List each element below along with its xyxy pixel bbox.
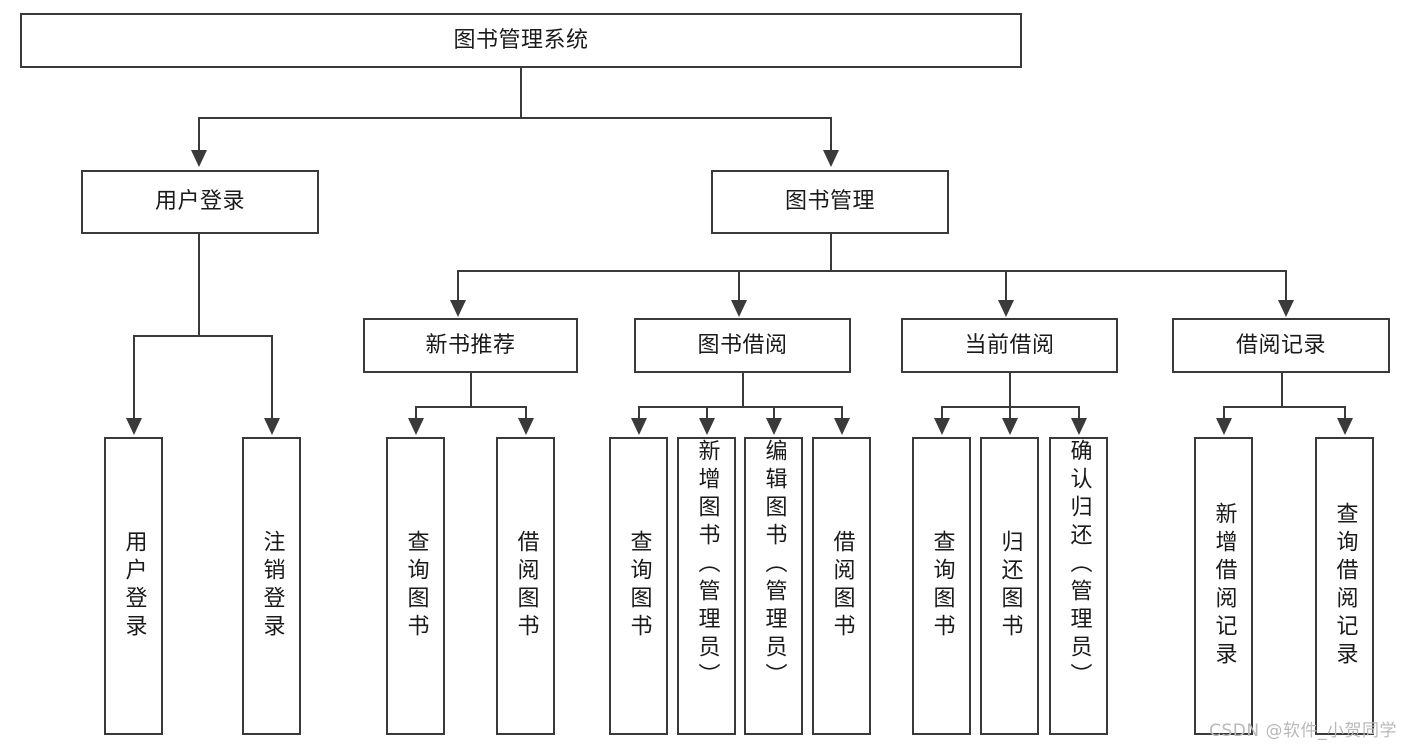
arrowhead-borrow-record [1278, 300, 1294, 317]
connector-book-borrow-leaf3 [773, 406, 775, 420]
arrowhead-leaf-query-book-c [934, 418, 950, 435]
node-label: 编辑图书（管理员） [761, 439, 787, 691]
leaf-borrow-book-recommend[interactable]: 借阅图书 [496, 437, 555, 735]
node-label: 用户登录 [121, 530, 147, 642]
node-root-system[interactable]: 图书管理系统 [20, 13, 1022, 68]
connector-current-borrow-leaf2 [1009, 406, 1011, 420]
connector-book-borrow-stem [742, 373, 744, 406]
node-label: 借阅图书 [513, 530, 539, 642]
leaf-query-book-recommend[interactable]: 查询图书 [386, 437, 445, 735]
arrowhead-leaf-borrow-book-b [834, 418, 850, 435]
node-label: 查询图书 [626, 530, 652, 642]
arrowhead-new-book-recommend [450, 300, 466, 317]
arrowhead-leaf-logout [264, 418, 280, 435]
leaf-confirm-return-admin[interactable]: 确认归还（管理员） [1049, 437, 1108, 735]
node-label: 借阅记录 [1235, 332, 1326, 358]
node-label: 新增借阅记录 [1211, 502, 1237, 670]
node-label: 图书管理 [784, 189, 875, 215]
leaf-logout[interactable]: 注销登录 [242, 437, 301, 735]
node-label: 图书管理系统 [453, 27, 589, 53]
arrowhead-leaf-add-record [1216, 418, 1232, 435]
connector-book-borrow-leaf4 [841, 406, 843, 420]
connector-user-login-bar [133, 335, 271, 337]
connector-new-book-leaf1 [415, 406, 417, 420]
arrowhead-leaf-user-login [126, 418, 142, 435]
connector-to-borrow-record [1285, 270, 1287, 302]
arrowhead-leaf-confirm-return [1071, 418, 1087, 435]
connector-borrow-record-stem [1281, 373, 1283, 406]
connector-book-borrow-leaf2 [706, 406, 708, 420]
connector-to-book-borrow [738, 270, 740, 302]
node-label: 确认归还（管理员） [1066, 439, 1092, 691]
arrowhead-leaf-add-book [699, 418, 715, 435]
arrowhead-leaf-borrow-book-a [518, 418, 534, 435]
arrowhead-leaf-query-book-a [408, 418, 424, 435]
leaf-query-book-borrow[interactable]: 查询图书 [609, 437, 668, 735]
connector-to-book-manage [830, 117, 832, 153]
connector-current-borrow-leaf1 [941, 406, 943, 420]
arrowhead-book-manage [823, 150, 839, 167]
arrowhead-leaf-query-book-b [631, 418, 647, 435]
node-label: 图书借阅 [697, 332, 788, 358]
node-user-login[interactable]: 用户登录 [81, 170, 319, 234]
arrowhead-user-login [191, 150, 207, 167]
node-label: 查询图书 [929, 530, 955, 642]
arrowhead-leaf-return-book [1002, 418, 1018, 435]
arrowhead-leaf-query-record [1337, 418, 1353, 435]
node-book-management[interactable]: 图书管理 [711, 170, 949, 234]
node-label: 查询图书 [403, 530, 429, 642]
connector-level2-bar [457, 270, 1285, 272]
node-label: 归还图书 [997, 530, 1023, 642]
connector-borrow-record-leaf1 [1223, 406, 1225, 420]
connector-user-login-leaf1 [133, 335, 135, 420]
leaf-query-book-current[interactable]: 查询图书 [912, 437, 971, 735]
arrowhead-leaf-edit-book [766, 418, 782, 435]
connector-root-stem [520, 68, 522, 117]
node-current-borrow[interactable]: 当前借阅 [901, 318, 1118, 373]
leaf-query-borrow-record[interactable]: 查询借阅记录 [1315, 437, 1374, 735]
arrowhead-book-borrow [731, 300, 747, 317]
connector-current-borrow-stem [1009, 373, 1011, 406]
connector-level1-bar [198, 117, 830, 119]
node-label: 当前借阅 [964, 332, 1055, 358]
node-label: 新书推荐 [425, 332, 516, 358]
leaf-user-login[interactable]: 用户登录 [104, 437, 163, 735]
connector-borrow-record-bar [1223, 406, 1344, 408]
node-label: 用户登录 [154, 189, 245, 215]
connector-new-book-leaf2 [525, 406, 527, 420]
connector-current-borrow-leaf3 [1078, 406, 1080, 420]
node-book-borrow[interactable]: 图书借阅 [634, 318, 851, 373]
node-new-book-recommend[interactable]: 新书推荐 [363, 318, 578, 373]
connector-to-user-login [198, 117, 200, 153]
connector-borrow-record-leaf2 [1344, 406, 1346, 420]
node-label: 新增图书（管理员） [694, 439, 720, 691]
node-label: 注销登录 [259, 530, 285, 642]
connector-to-new-book [457, 270, 459, 302]
connector-book-borrow-bar [638, 406, 841, 408]
connector-user-login-stem [198, 234, 200, 335]
leaf-add-book-admin[interactable]: 新增图书（管理员） [677, 437, 736, 735]
node-label: 借阅图书 [829, 530, 855, 642]
leaf-add-borrow-record[interactable]: 新增借阅记录 [1194, 437, 1253, 735]
leaf-borrow-book[interactable]: 借阅图书 [812, 437, 871, 735]
node-borrow-record[interactable]: 借阅记录 [1172, 318, 1390, 373]
connector-book-borrow-leaf1 [638, 406, 640, 420]
connector-book-manage-stem [830, 234, 832, 270]
connector-to-current-borrow [1005, 270, 1007, 302]
leaf-return-book[interactable]: 归还图书 [980, 437, 1039, 735]
connector-user-login-leaf2 [271, 335, 273, 420]
connector-new-book-bar [415, 406, 525, 408]
connector-new-book-stem [470, 373, 472, 406]
node-label: 查询借阅记录 [1332, 502, 1358, 670]
watermark-text: CSDN @软件_小贺同学 [1209, 721, 1397, 741]
arrowhead-current-borrow [998, 300, 1014, 317]
leaf-edit-book-admin[interactable]: 编辑图书（管理员） [744, 437, 803, 735]
